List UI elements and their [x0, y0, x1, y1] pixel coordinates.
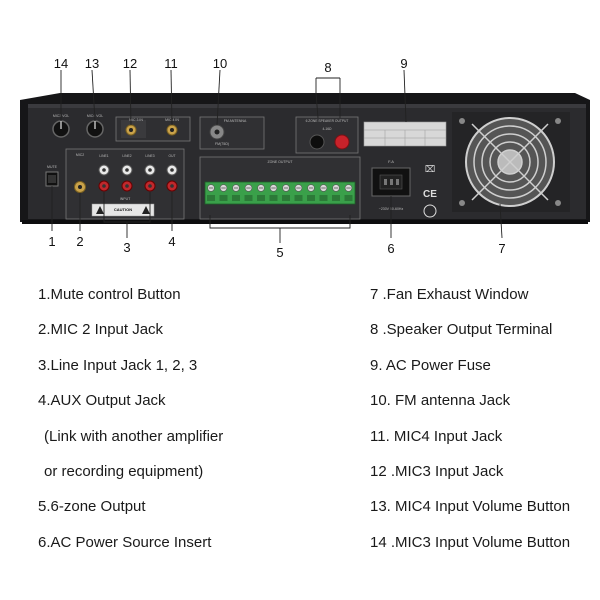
legend-item-13: 13. MIC4 Input Volume Button	[370, 498, 571, 515]
rohs-badge-icon	[423, 204, 437, 218]
speaker-terminal-red[interactable]	[334, 134, 350, 150]
legend-item-8: 8 .Speaker Output Terminal	[370, 321, 553, 338]
callout-10: 10	[212, 56, 228, 71]
speaker-output-sub: 4-16Ω	[322, 127, 332, 131]
ac-power-inlet[interactable]	[371, 167, 411, 197]
caution-label: CAUTION	[114, 207, 132, 212]
mic2-label: MIC2	[76, 153, 84, 157]
zone-wire-slot	[219, 195, 228, 201]
caution-label-plate	[91, 203, 155, 217]
mute-button[interactable]	[45, 171, 59, 187]
speaker-output-block	[295, 116, 359, 154]
mic4-volume-knob[interactable]	[86, 120, 104, 138]
callout-13: 13	[84, 56, 100, 71]
zone-wire-slot	[319, 195, 328, 201]
out-label: OUT	[169, 154, 176, 158]
callout-lines	[51, 69, 503, 243]
callout-11: 11	[164, 56, 178, 71]
legend-item-10: 10. FM antenna Jack	[370, 392, 511, 409]
legend-item-4-note-a: (Link with another amplifier	[44, 428, 224, 445]
line2-label: LINE2	[122, 154, 131, 158]
callout-6: 6	[387, 241, 395, 256]
callout-2: 2	[76, 234, 84, 249]
mute-label: MUTE	[47, 165, 58, 169]
zone-wire-slot	[332, 195, 340, 201]
legend-item-1: 1.Mute control Button	[38, 286, 181, 303]
fm-antenna-sub: FM(75Ω)	[215, 142, 229, 146]
rating-plate	[363, 121, 447, 147]
zone-wire-slot	[269, 195, 278, 201]
zone-wire-slot	[307, 195, 315, 201]
fan-exhaust-window	[452, 112, 570, 212]
callout-7: 7	[498, 241, 506, 256]
input-label: INPUT	[120, 197, 131, 201]
weee-icon: ⌧	[425, 164, 435, 174]
zone-wire-slot	[207, 195, 215, 201]
legend-item-14: 14 .MIC3 Input Volume Button	[370, 534, 571, 551]
speaker-output-label: 6 ZONE SPEAKER OUTPUT	[306, 119, 349, 123]
amplifier-rear-panel-diagram: MIC3 VOL MIC4 VOL MIC 3 IN MIC 4 IN FM A…	[20, 69, 590, 243]
certification-marks: ⌧ CE	[423, 164, 437, 218]
zone-wire-slot	[344, 195, 353, 201]
legend-item-9: 9. AC Power Fuse	[370, 357, 491, 374]
callout-5: 5	[276, 245, 284, 260]
zone-wire-slot	[257, 195, 265, 201]
zone-output-label: ZONE OUTPUT	[267, 160, 293, 164]
fm-antenna-block	[199, 116, 265, 150]
legend-item-5: 5.6-zone Output	[38, 498, 146, 515]
callout-1: 1	[48, 234, 56, 249]
legend-item-4: 4.AUX Output Jack	[38, 392, 166, 409]
zone-wire-slot	[294, 195, 303, 201]
mic-jack-block	[115, 116, 191, 142]
callout-8: 8	[324, 60, 332, 75]
fm-antenna-label: FM ANTENNA	[224, 119, 247, 123]
legend-item-7: 7 .Fan Exhaust Window	[370, 286, 529, 303]
fuse-label: F.A	[388, 159, 394, 164]
legend-item-3: 3.Line Input Jack 1, 2, 3	[38, 357, 198, 374]
line-input-jacks	[98, 164, 178, 192]
legend-item-2: 2.MIC 2 Input Jack	[38, 321, 164, 338]
line3-label: LINE3	[145, 154, 154, 158]
callout-4: 4	[168, 234, 176, 249]
zone-wire-slot	[244, 195, 253, 201]
callout-12: 12	[122, 56, 138, 71]
legend-item-4-note-b: or recording equipment)	[44, 463, 204, 480]
legend-item-12: 12 .MIC3 Input Jack	[370, 463, 504, 480]
callout-9: 9	[400, 56, 408, 71]
legend-item-6: 6.AC Power Source Insert	[38, 534, 212, 551]
mic3-jack-label: MIC 3 IN	[129, 118, 143, 122]
zone-wire-slot	[232, 195, 240, 201]
callout-3: 3	[123, 240, 131, 255]
line1-label: LINE1	[99, 154, 108, 158]
speaker-terminal-black[interactable]	[309, 134, 325, 150]
legend-item-11: 11. MIC4 Input Jack	[370, 428, 503, 445]
callout-14: 14	[53, 56, 69, 71]
zone-wire-slot	[282, 195, 290, 201]
mic3-volume-knob[interactable]	[52, 120, 70, 138]
zone-terminal-screws	[207, 184, 353, 201]
ce-mark-icon: CE	[423, 189, 437, 200]
